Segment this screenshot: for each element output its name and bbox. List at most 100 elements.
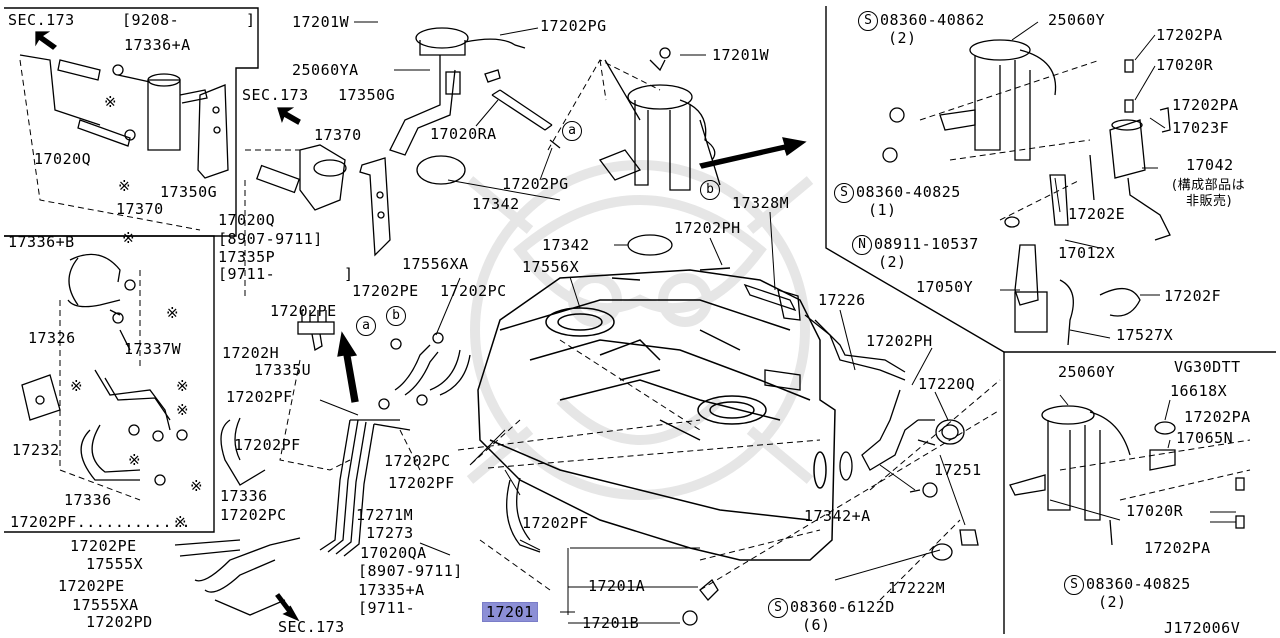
- part-label[interactable]: 17202PC: [220, 506, 287, 524]
- part-label[interactable]: 17342: [542, 236, 590, 254]
- part-label[interactable]: 17202PF............: [10, 513, 192, 531]
- part-label[interactable]: 17326: [28, 329, 76, 347]
- part-label[interactable]: 17020Q: [218, 211, 276, 229]
- part-label[interactable]: 17336+A: [124, 36, 191, 54]
- part-label[interactable]: 17202PA: [1172, 96, 1239, 114]
- part-label[interactable]: 17202PD: [86, 613, 153, 631]
- part-label[interactable]: 17202PE: [58, 577, 125, 595]
- part-label[interactable]: 17020QA: [360, 544, 427, 562]
- hose-556: [378, 332, 471, 410]
- section-ref-link[interactable]: SEC.173: [8, 11, 75, 29]
- part-label[interactable]: 17202PE: [352, 282, 419, 300]
- part-label[interactable]: 17202E: [1068, 205, 1126, 223]
- part-label-selected[interactable]: 17201: [482, 602, 538, 622]
- part-label[interactable]: 17335+A: [358, 581, 425, 599]
- part-label[interactable]: 17202PF: [522, 514, 589, 532]
- part-label: [9711-: [358, 599, 416, 617]
- part-label[interactable]: 17202PE: [70, 537, 137, 555]
- part-label[interactable]: 17202H: [222, 344, 280, 362]
- part-label[interactable]: 17201A: [588, 577, 646, 595]
- part-label[interactable]: 17328M: [732, 194, 790, 212]
- part-label[interactable]: 25060Y: [1058, 363, 1116, 381]
- part-label[interactable]: 17202PF: [234, 436, 301, 454]
- part-label[interactable]: 17335U: [254, 361, 312, 379]
- part-label[interactable]: 17202PG: [540, 17, 607, 35]
- part-label[interactable]: 17556XA: [402, 255, 469, 273]
- part-label[interactable]: 17350G: [338, 86, 396, 104]
- section-ref-link[interactable]: SEC.173: [278, 618, 345, 636]
- part-label[interactable]: 17336: [64, 491, 112, 509]
- part-label[interactable]: 17202PF: [226, 388, 293, 406]
- part-label[interactable]: 17335P: [218, 248, 276, 266]
- part-label[interactable]: 17201W: [292, 13, 350, 31]
- part-label[interactable]: 17201B: [582, 614, 640, 632]
- note-not-sold-separately: 非販売): [1186, 194, 1233, 209]
- part-label[interactable]: 17202PA: [1156, 26, 1223, 44]
- part-label[interactable]: 17020R: [1156, 56, 1214, 74]
- screw-symbol-circle: S: [1064, 575, 1084, 595]
- part-label[interactable]: 17202PC: [440, 282, 507, 300]
- part-label[interactable]: 17020RA: [430, 125, 497, 143]
- ref-circle-b: b: [700, 180, 720, 200]
- part-label[interactable]: 08360-40862: [880, 11, 985, 29]
- part-label[interactable]: 17201W: [712, 46, 770, 64]
- part-label[interactable]: 17336: [220, 487, 268, 505]
- part-label[interactable]: 17337W: [124, 340, 182, 358]
- part-label[interactable]: 17023F: [1172, 119, 1230, 137]
- part-label[interactable]: 25060YA: [292, 61, 359, 79]
- part-label[interactable]: 17336+B: [8, 233, 75, 251]
- screw-symbol-circle: S: [768, 598, 788, 618]
- part-label[interactable]: 17202PA: [1144, 539, 1211, 557]
- part-label[interactable]: 08360-6122D: [790, 598, 895, 616]
- part-label[interactable]: 17042: [1186, 156, 1234, 174]
- inset-br-parts: [1009, 405, 1245, 546]
- part-label[interactable]: 08360-40825: [1086, 575, 1191, 593]
- part-label[interactable]: 17222M: [888, 579, 946, 597]
- engine-variant-label: VG30DTT: [1174, 358, 1241, 376]
- part-label[interactable]: 17202PH: [866, 332, 933, 350]
- part-label[interactable]: 17050Y: [916, 278, 974, 296]
- part-label[interactable]: 16618X: [1170, 382, 1228, 400]
- diagram-code: J172006V: [1164, 619, 1241, 637]
- part-label[interactable]: 17555XA: [72, 596, 139, 614]
- part-label[interactable]: 17202F: [1164, 287, 1222, 305]
- part-label[interactable]: 17020Q: [34, 150, 92, 168]
- inset-frames: [4, 6, 1276, 634]
- part-label[interactable]: 17370: [116, 200, 164, 218]
- part-label[interactable]: 17020R: [1126, 502, 1184, 520]
- part-label[interactable]: 17370: [314, 126, 362, 144]
- part-label[interactable]: 17555X: [86, 555, 144, 573]
- part-label[interactable]: 17202PG: [502, 175, 569, 193]
- fuel-pump-center: [598, 47, 721, 191]
- part-label[interactable]: 17273: [366, 524, 414, 542]
- ref-circle-a: a: [562, 121, 582, 141]
- date-range: [9208-: [122, 11, 180, 29]
- part-label[interactable]: 17065N: [1176, 429, 1234, 447]
- part-label[interactable]: 17271M: [356, 506, 414, 524]
- part-label[interactable]: 08360-40825: [856, 183, 961, 201]
- part-label[interactable]: 17226: [818, 291, 866, 309]
- part-label[interactable]: 17342: [472, 195, 520, 213]
- fuel-lines: [174, 417, 541, 616]
- part-label[interactable]: 17202PA: [1184, 408, 1251, 426]
- part-label[interactable]: 17527X: [1116, 326, 1174, 344]
- part-label[interactable]: 17202PF: [388, 474, 455, 492]
- part-label[interactable]: 17202PH: [674, 219, 741, 237]
- part-label[interactable]: 17202PC: [384, 452, 451, 470]
- inset-tr-parts: [882, 39, 1171, 346]
- asterisk-symbol: ※: [176, 377, 190, 395]
- part-label[interactable]: 17232: [12, 441, 60, 459]
- part-label[interactable]: 17012X: [1058, 244, 1116, 262]
- part-label[interactable]: 17342+A: [804, 507, 871, 525]
- part-label[interactable]: 08911-10537: [874, 235, 979, 253]
- section-ref-link[interactable]: SEC.173: [242, 86, 309, 104]
- part-label[interactable]: 17220Q: [918, 375, 976, 393]
- part-label[interactable]: 25060Y: [1048, 11, 1106, 29]
- asterisk-symbol: ※: [128, 451, 142, 469]
- part-label[interactable]: 17202PE: [270, 302, 337, 320]
- sender-unit-top: [389, 27, 561, 156]
- part-label[interactable]: 17556X: [522, 258, 580, 276]
- part-label[interactable]: 17251: [934, 461, 982, 479]
- part-label[interactable]: 17350G: [160, 183, 218, 201]
